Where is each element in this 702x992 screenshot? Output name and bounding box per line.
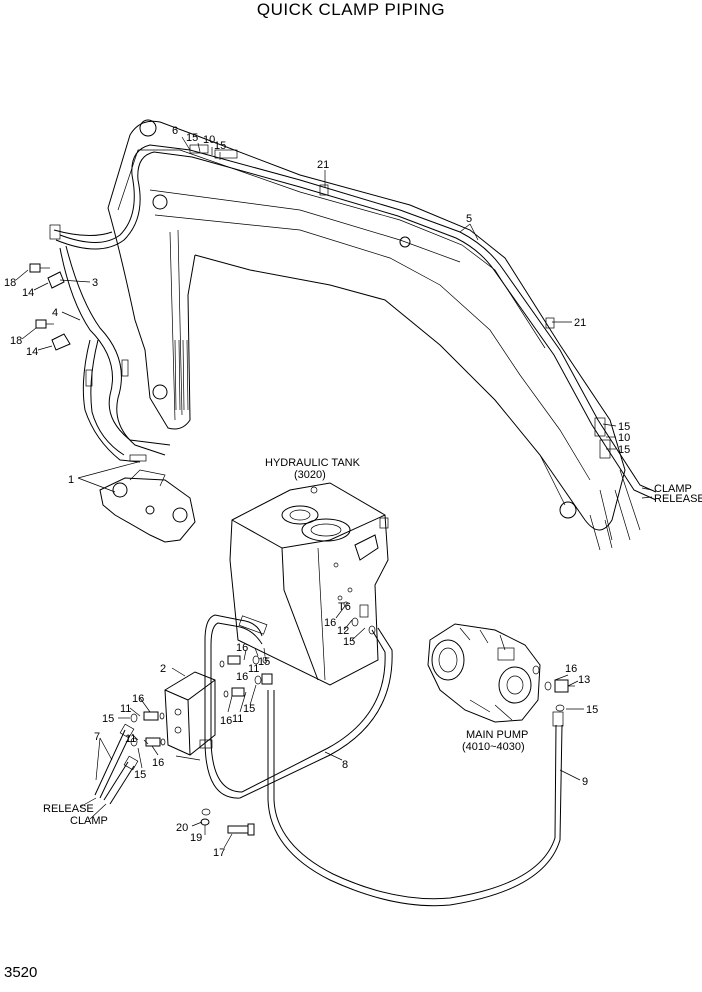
callout-2: 2 xyxy=(160,663,166,675)
main-pump xyxy=(427,623,575,723)
callout-1: 1 xyxy=(68,474,74,486)
callout-12: 12 xyxy=(337,625,349,637)
page-title: QUICK CLAMP PIPING xyxy=(256,0,446,19)
callout-15: 15 xyxy=(258,656,270,668)
hose-item-8 xyxy=(204,614,393,799)
callout-14: 14 xyxy=(26,346,38,358)
callout-10: 10 xyxy=(618,432,630,444)
callout-17: 17 xyxy=(213,847,225,859)
release-label-left: RELEASE xyxy=(43,803,94,815)
hoses-item-7 xyxy=(94,723,139,805)
callout-11: 11 xyxy=(125,733,136,745)
callout-9: 9 xyxy=(582,776,588,788)
callout-10: 10 xyxy=(203,134,215,146)
callout-11: 11 xyxy=(120,703,131,715)
callout-15: 15 xyxy=(343,636,355,648)
callout-13: 13 xyxy=(578,674,590,686)
callout-15: 15 xyxy=(586,704,598,716)
callout-16: 16 xyxy=(236,671,248,683)
clamp-label-left: CLAMP xyxy=(70,815,108,827)
callout-19: 19 xyxy=(190,832,202,844)
main-pump-label: MAIN PUMP xyxy=(466,729,528,741)
callout-15: 15 xyxy=(243,703,255,715)
hose-item-9 xyxy=(267,690,565,907)
callout-8: 8 xyxy=(342,759,348,771)
callout-15: 15 xyxy=(214,140,226,152)
clamp-label-right: CLAMP xyxy=(654,483,692,495)
valve-block xyxy=(130,655,273,836)
callout-21: 21 xyxy=(574,317,586,329)
quick-coupler xyxy=(99,469,196,543)
boom-arm-outline xyxy=(107,119,641,551)
callout-16: 16 xyxy=(565,663,577,675)
callout-5: 5 xyxy=(466,213,472,225)
callout-7: 7 xyxy=(94,731,100,743)
callout-3: 3 xyxy=(92,277,98,289)
callout-4: 4 xyxy=(52,307,58,319)
callout-18: 18 xyxy=(4,277,16,289)
text-labels: CLAMP RELEASE HYDRAULIC TANK (3020) MAIN… xyxy=(43,457,702,827)
callout-16: 16 xyxy=(236,642,248,654)
callout-15: 15 xyxy=(186,132,198,144)
callout-16: 16 xyxy=(132,693,144,705)
callout-11: 11 xyxy=(248,663,259,675)
boom-hoses xyxy=(53,144,657,501)
main-pump-ref: (4010~4030) xyxy=(462,741,525,753)
t6-label: T6 xyxy=(338,601,351,613)
callout-14: 14 xyxy=(22,287,34,299)
callout-15: 15 xyxy=(618,444,630,456)
brackets xyxy=(29,224,147,462)
leader-lines xyxy=(15,136,653,849)
page-number: 3520 xyxy=(4,964,38,981)
callout-16: 16 xyxy=(324,617,336,629)
callout-15: 15 xyxy=(618,421,630,433)
hydraulic-tank-label: HYDRAULIC TANK xyxy=(265,457,361,469)
hydraulic-tank xyxy=(229,482,389,686)
callout-15: 15 xyxy=(134,769,146,781)
callout-21: 21 xyxy=(317,159,329,171)
callout-11: 11 xyxy=(232,713,243,725)
callout-16: 16 xyxy=(152,757,164,769)
callout-numbers: 6 15 10 15 21 5 21 15 10 15 18 14 3 4 18… xyxy=(4,125,630,859)
callout-6: 6 xyxy=(172,125,178,137)
hydraulic-tank-ref: (3020) xyxy=(294,469,326,481)
callout-16: 16 xyxy=(220,715,232,727)
callout-18: 18 xyxy=(10,335,22,347)
callout-20: 20 xyxy=(176,822,188,834)
callout-15: 15 xyxy=(102,713,114,725)
release-label-right: RELEASE xyxy=(654,493,702,505)
